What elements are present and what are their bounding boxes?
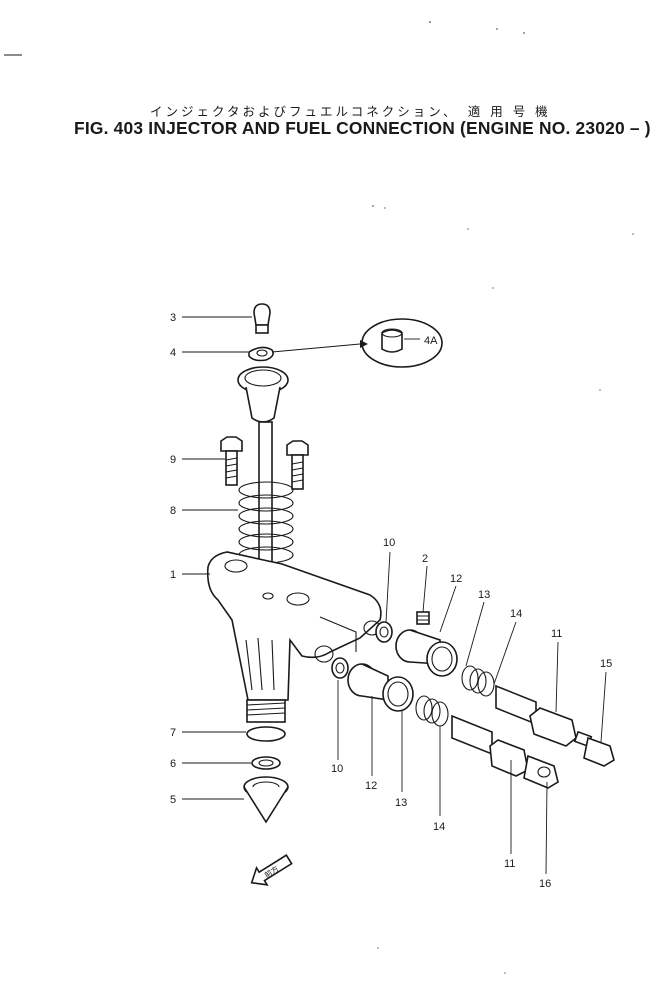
- part-2-plug[interactable]: [416, 611, 430, 625]
- detail-4a-circle: [361, 318, 443, 368]
- detail-pointer-arrow: [360, 340, 368, 348]
- callout-4a: 4A: [424, 335, 438, 347]
- callout-12-lower: 12: [365, 780, 377, 792]
- part-4-snap-ring[interactable]: [248, 346, 274, 362]
- part-16-union[interactable]: [523, 754, 559, 789]
- part-11-nut-lower[interactable]: [489, 739, 529, 777]
- part-13-seal-lower[interactable]: [382, 676, 414, 712]
- part-6-washer[interactable]: [251, 756, 281, 770]
- callout-2: 2: [422, 553, 428, 565]
- scan-speckles: [372, 21, 634, 974]
- callout-14-upper: 14: [510, 608, 522, 620]
- callout-4: 4: [170, 347, 176, 359]
- callout-12-upper: 12: [450, 573, 462, 585]
- part-10-gasket-upper[interactable]: [375, 621, 393, 643]
- leader-lines: [182, 316, 607, 875]
- part-3-ball-stud[interactable]: [253, 303, 271, 334]
- figure-title: FIG. 403 INJECTOR AND FUEL CONNECTION (E…: [74, 118, 651, 138]
- part-10-gasket-lower[interactable]: [331, 657, 349, 679]
- callout-15: 15: [600, 658, 612, 670]
- callout-11-lower: 11: [504, 858, 515, 870]
- part-1-injector-body[interactable]: [206, 551, 382, 723]
- callout-13-upper: 13: [478, 589, 490, 601]
- callout-5: 5: [170, 794, 176, 806]
- callout-6: 6: [170, 758, 176, 770]
- callout-3: 3: [170, 312, 176, 324]
- part-5-nozzle-nut[interactable]: [243, 776, 289, 824]
- callout-8: 8: [170, 505, 176, 517]
- callout-11-upper: 11: [551, 628, 562, 640]
- part-14-spring-seat-upper[interactable]: [461, 665, 537, 726]
- callout-14-lower: 14: [433, 821, 445, 833]
- part-7-o-ring[interactable]: [246, 726, 286, 742]
- injector-plunger[interactable]: [237, 366, 289, 589]
- part-9-bolt-left[interactable]: [220, 436, 243, 486]
- callout-7: 7: [170, 727, 176, 739]
- callout-10-upper: 10: [383, 537, 395, 549]
- callout-9: 9: [170, 454, 176, 466]
- japanese-title: インジェクタおよびフュエルコネクション、 適 用 号 機: [150, 104, 551, 119]
- part-15-union[interactable]: [573, 730, 615, 767]
- part-11-nut-upper[interactable]: [529, 707, 577, 747]
- callout-1: 1: [170, 569, 176, 581]
- detail-pointer-line: [271, 343, 361, 353]
- part-12-sleeve-lower[interactable]: [347, 663, 389, 701]
- part-14-spring-seat-lower[interactable]: [415, 695, 493, 756]
- callout-labels: 3 4 4A 9 8 1 7 6 5 10 2 12 13 14 11 15 1…: [170, 312, 612, 890]
- callout-13-lower: 13: [395, 797, 407, 809]
- callout-10-lower: 10: [331, 763, 343, 775]
- callout-16: 16: [539, 878, 551, 890]
- part-13-seal-upper[interactable]: [426, 641, 458, 677]
- part-9-bolt-right[interactable]: [286, 440, 309, 490]
- front-direction-arrow: 前方: [250, 854, 293, 886]
